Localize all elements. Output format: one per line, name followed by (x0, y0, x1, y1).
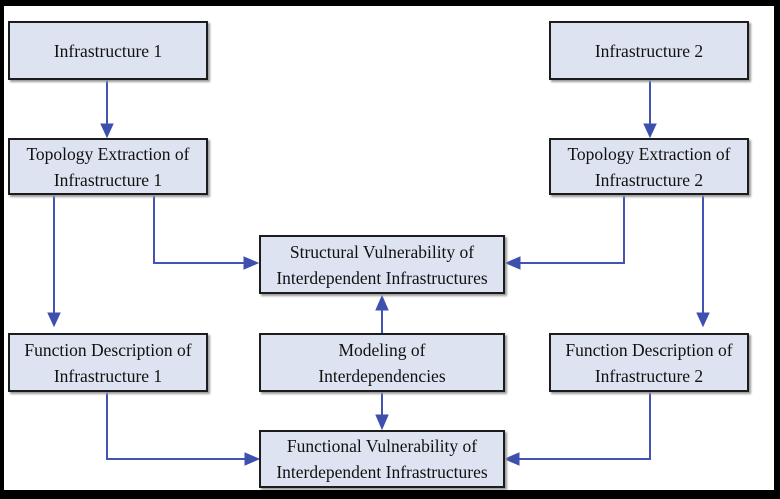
box-topology-extraction-1: Topology Extraction of Infrastructure 1 (8, 138, 208, 195)
box-topology-extraction-2: Topology Extraction of Infrastructure 2 (549, 138, 749, 195)
box-functional-vulnerability: Functional Vulnerability of Interdepende… (259, 430, 505, 488)
arrow-topo1-to-structural (153, 195, 260, 270)
box-infrastructure-2: Infrastructure 2 (549, 21, 749, 80)
arrow-funcdesc2-to-functional (503, 392, 651, 466)
arrow-topo1-to-funcdesc1 (47, 195, 61, 328)
arrow-modeling-to-functional (375, 392, 389, 431)
box-infrastructure-1: Infrastructure 1 (8, 21, 208, 80)
box-function-description-2: Function Description of Infrastructure 2 (549, 333, 749, 392)
box-function-description-1: Function Description of Infrastructure 1 (8, 333, 208, 392)
arrow-topo2-to-funcdesc2 (696, 195, 710, 328)
connector-layer (47, 80, 710, 466)
box-structural-vulnerability: Structural Vulnerability of Interdepende… (259, 235, 505, 294)
box-modeling-of-interdependencies: Modeling of Interdependencies (259, 333, 505, 392)
arrow-funcdesc1-to-functional (106, 392, 261, 466)
arrow-infra2-to-topo2 (643, 80, 657, 139)
arrow-topo2-to-structural (504, 195, 625, 270)
arrow-infra1-to-topo1 (100, 80, 114, 139)
arrow-modeling-to-structural (375, 294, 389, 333)
